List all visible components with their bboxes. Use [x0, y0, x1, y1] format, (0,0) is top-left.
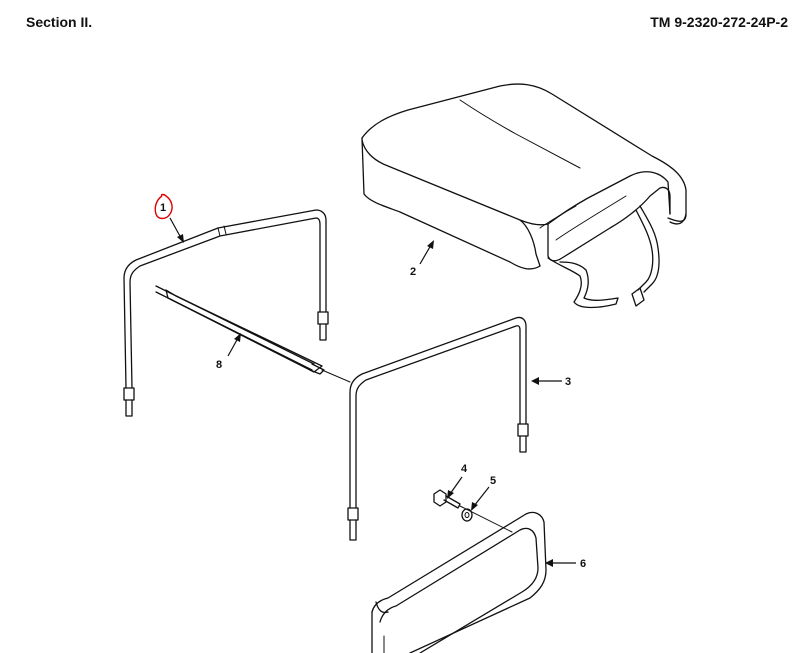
callout-5: 5	[490, 475, 496, 487]
callout-3: 3	[565, 376, 571, 388]
callout-8: 8	[216, 359, 222, 371]
manual-number: TM 9-2320-272-24P-2	[650, 14, 788, 30]
callout-4: 4	[461, 463, 468, 475]
leader-lines	[169, 217, 576, 567]
seat-cushion-part	[361, 83, 687, 309]
red-circle-annotation	[154, 193, 173, 220]
callout-6: 6	[580, 558, 586, 570]
crossbar-part	[155, 285, 351, 383]
bow-assembly-part	[123, 209, 329, 417]
washer-part	[461, 508, 473, 522]
callout-2: 2	[410, 266, 416, 278]
section-heading: Section II.	[26, 14, 93, 30]
callout-1: 1	[160, 202, 166, 214]
back-cushion-part	[371, 511, 547, 653]
bow-part	[347, 316, 529, 541]
bolt-part	[433, 489, 513, 533]
